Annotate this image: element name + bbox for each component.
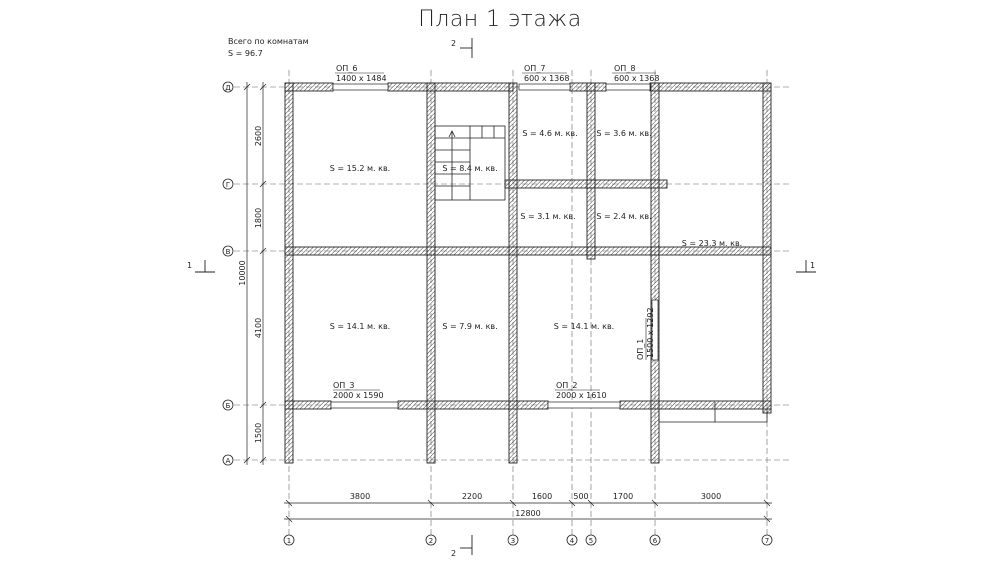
opening-6-name: ОП_6 [336,64,357,73]
section-mark-right: 1 [810,261,815,270]
axis-letter-A: А [226,457,231,465]
room-area-5: S = 3.1 м. кв. [520,212,575,221]
summary-label: Всего по комнатам [228,37,309,46]
plan-title: План 1 этажа [418,7,582,32]
opening-2-size: 2000 х 1610 [556,391,607,400]
dim-bottom-2: 2200 [462,492,482,501]
opening-7-size: 600 х 1368 [524,74,569,83]
dim-lines-bottom [284,499,772,523]
opening-8-size: 600 х 1368 [614,74,659,83]
axis-number-7: 7 [765,537,769,545]
section-mark-left: 1 [187,261,192,270]
dim-left-1: 2600 [254,126,263,146]
room-area-4: S = 3.6 м. кв. [596,129,651,138]
staircase [434,125,506,201]
axis-number-5: 5 [589,537,593,545]
section-mark-top: 2 [451,39,456,48]
dim-lines-left [243,82,267,465]
axis-number-2: 2 [429,537,433,545]
opening-2-name: ОП_2 [556,381,577,390]
dim-bottom-5: 1700 [613,492,633,501]
axis-number-bubbles [283,534,773,546]
axis-letter-D: Д [225,84,231,92]
walls [284,82,772,464]
room-area-6: S = 2.4 м. кв. [596,212,651,221]
opening-3-name: ОП_3 [333,381,354,390]
room-area-3: S = 4.6 м. кв. [522,129,577,138]
dim-bottom-1: 3800 [350,492,370,501]
dim-left-total: 10000 [238,260,247,285]
room-area-7: S = 23.3 м. кв. [682,239,742,248]
section-mark-bottom: 2 [451,549,456,558]
axis-number-1: 1 [287,537,291,545]
opening-marks [330,83,659,409]
axis-letter-V: В [226,248,231,256]
dim-left-2: 1800 [254,208,263,228]
section-marks [195,38,816,555]
axis-letter-G: Г [226,181,230,189]
room-area-9: S = 7.9 м. кв. [442,322,497,331]
room-area-10: S = 14.1 м. кв. [554,322,614,331]
summary-value: S = 96.7 [228,49,263,58]
opening-8-name: ОП_8 [614,64,635,73]
axis-letter-B: Б [226,402,231,410]
axis-letter-bubbles [222,81,234,466]
room-area-1: S = 15.2 м. кв. [330,164,390,173]
opening-6-size: 1400 х 1484 [336,74,387,83]
porch [658,402,768,423]
axis-number-6: 6 [653,537,658,545]
opening-1-name: ОП_1 [636,339,645,360]
dim-bottom-6: 3000 [701,492,721,501]
dim-bottom-3: 1600 [532,492,552,501]
axis-number-3: 3 [511,537,515,545]
axis-number-4: 4 [570,537,575,545]
opening-3-size: 2000 х 1590 [333,391,384,400]
dim-bottom-total: 12800 [515,509,540,518]
dim-left-4: 1500 [254,423,263,443]
dim-left-3: 4100 [254,318,263,338]
dim-bottom-4: 500 [573,492,588,501]
opening-label-underlines [333,72,656,391]
opening-1-size: 1500 х 1292 [646,307,655,358]
opening-7-name: ОП_7 [524,64,545,73]
room-area-2: S = 8.4 м. кв. [442,164,497,173]
room-area-8: S = 14.1 м. кв. [330,322,390,331]
